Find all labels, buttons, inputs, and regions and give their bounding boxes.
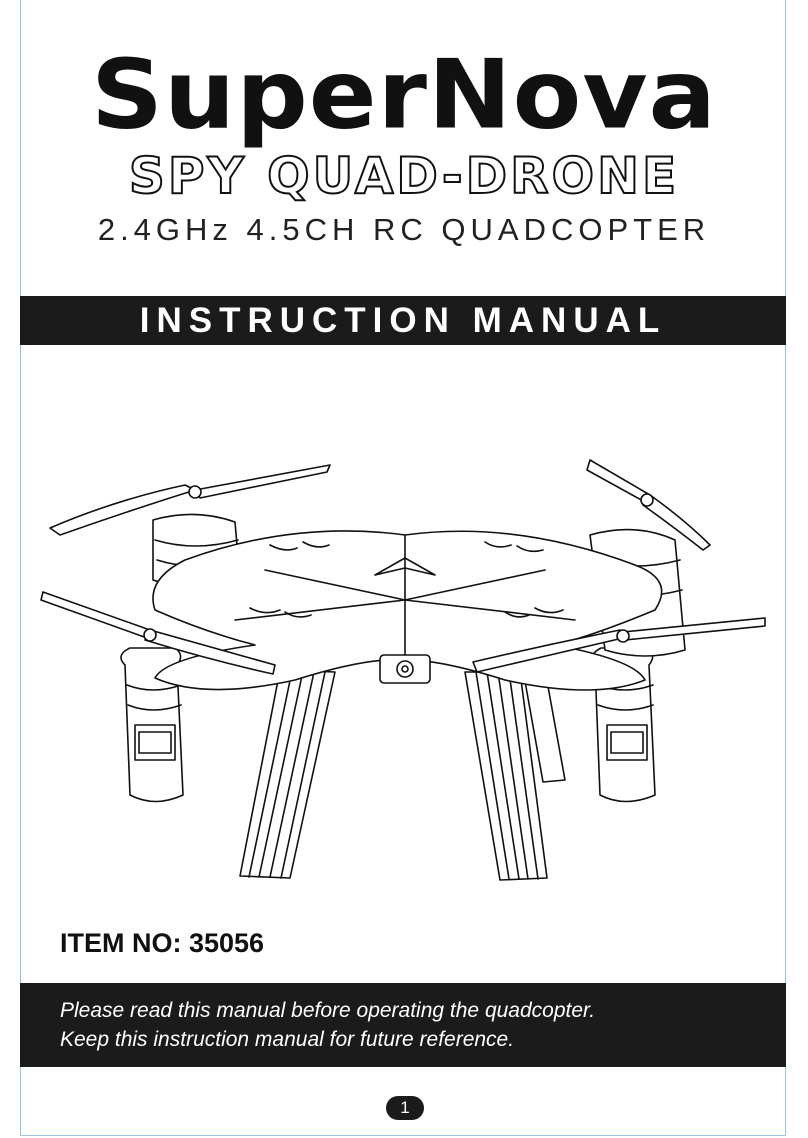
propeller-front-left [40,591,276,675]
product-tagline: 2.4GHz 4.5CH RC QUADCOPTER [97,212,711,247]
quadcopter-drone-icon [40,459,766,881]
brand-logo: SuperNova [91,38,717,151]
drone-leg-left [239,669,336,879]
motor-pod-front-left [120,647,184,803]
propeller-back-right [586,459,711,551]
manual-title: INSTRUCTION MANUAL [139,300,667,340]
notice-bar: Please read this manual before operating… [20,983,786,1067]
product-name: SPY QUAD-DRONE [128,147,680,205]
manual-title-bar: INSTRUCTION MANUAL [20,296,786,345]
propeller-back-left [49,464,331,536]
item-number: ITEM NO: 35056 [60,928,265,958]
page-frame [20,0,786,1136]
camera-module [379,654,431,684]
notice-line-2: Keep this instruction manual for future … [60,1028,515,1051]
propeller-front-right [472,617,766,673]
page-number: 1 [386,1096,424,1120]
notice-line-1: Please read this manual before operating… [60,999,596,1022]
